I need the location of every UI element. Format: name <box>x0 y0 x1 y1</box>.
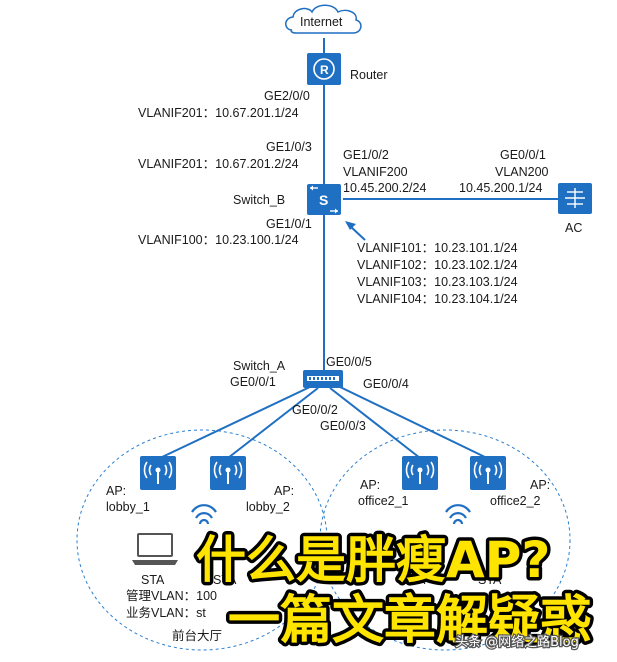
wifi-signal-icon <box>191 504 217 525</box>
vlanif-arrow-icon <box>345 221 366 241</box>
ap-office2-prefix: AP: <box>530 478 550 492</box>
switcha-port-3: GE0/0/3 <box>320 419 366 433</box>
switchb-ac-ip: 10.45.200.2/24 <box>343 181 426 195</box>
vlanif-101: VLANIF101：10.23.101.1/24 <box>357 241 518 255</box>
area-lobby-label: 前台大厅 <box>172 628 222 643</box>
ap-icon <box>402 456 438 490</box>
switchb-down-vlanif: VLANIF100：10.23.100.1/24 <box>138 233 299 247</box>
lobby-area-circle <box>76 429 328 651</box>
switcha-label: Switch_A <box>233 359 286 373</box>
svg-text:R: R <box>320 63 329 77</box>
service-vlan: 业务VLAN：st <box>126 605 206 620</box>
ap-lobby1-prefix: AP: <box>106 484 126 498</box>
sta-label-1: STA <box>141 573 165 587</box>
mgmt-vlan: 管理VLAN：100 <box>126 588 217 603</box>
ac-ip: 10.45.200.1/24 <box>459 181 542 195</box>
link-switcha-ap4 <box>337 385 488 459</box>
ap-lobby2-name: lobby_2 <box>246 500 290 514</box>
headline-line1: 什么是胖瘦AP? <box>196 531 550 589</box>
ap-icon <box>470 456 506 490</box>
ap-icon <box>210 456 246 490</box>
vlanif-103: VLANIF103：10.23.103.1/24 <box>357 275 518 289</box>
link-switcha-ap2 <box>227 387 319 459</box>
office-area-circle <box>319 429 571 651</box>
router-vlanif: VLANIF201：10.67.201.1/24 <box>138 106 299 120</box>
laptop-icon <box>132 533 178 565</box>
ap-lobby2-prefix: AP: <box>274 484 294 498</box>
ac-vlan: VLAN200 <box>495 165 549 179</box>
sta-label-2: STA <box>213 573 237 587</box>
cloud-icon <box>285 4 362 34</box>
link-switcha-ap1 <box>159 385 313 459</box>
switcha-port-up: GE0/0/5 <box>326 355 372 369</box>
switchb-down-port: GE1/0/1 <box>266 217 312 231</box>
switcha-port-4: GE0/0/4 <box>363 377 409 391</box>
ac-port: GE0/0/1 <box>500 148 546 162</box>
headline-line2: 一篇文章解疑惑 <box>228 591 592 651</box>
ap-office1-name: office2_1 <box>358 494 409 508</box>
vlanif-102: VLANIF102：10.23.102.1/24 <box>357 258 518 272</box>
svg-text:S: S <box>319 192 328 208</box>
switcha-port-2: GE0/0/2 <box>292 403 338 417</box>
vlanif-104: VLANIF104：10.23.104.1/24 <box>357 292 518 306</box>
switchb-up-port: GE1/0/3 <box>266 140 312 154</box>
watermark: 头条 @网络之路Blog <box>455 634 579 650</box>
links <box>159 38 558 459</box>
wifi-signal-icon <box>445 504 471 525</box>
router-port: GE2/0/0 <box>264 89 310 103</box>
ac-label: AC <box>565 221 582 235</box>
switcha-port-1: GE0/0/1 <box>230 375 276 389</box>
switchb-up-vlanif: VLANIF201：10.67.201.2/24 <box>138 157 299 171</box>
switchb-label: Switch_B <box>233 193 285 207</box>
switchb-ac-vlanif: VLANIF200 <box>343 165 408 179</box>
ap-office1-prefix: AP: <box>360 478 380 492</box>
ap-office2-name: office2_2 <box>490 494 541 508</box>
internet-label: Internet <box>300 15 343 29</box>
switchb-ac-port: GE1/0/2 <box>343 148 389 162</box>
ap-lobby1-name: lobby_1 <box>106 500 150 514</box>
switch-a-icon <box>303 370 343 388</box>
switch-b-icon: S <box>307 184 341 215</box>
ac-icon <box>558 183 592 214</box>
sta-label-4: STA <box>478 573 502 587</box>
router-label: Router <box>350 68 388 82</box>
router-icon: R <box>307 53 341 85</box>
ap-icon <box>140 456 176 490</box>
sta-label-3: STA <box>402 573 426 587</box>
link-switcha-ap3 <box>329 387 421 459</box>
